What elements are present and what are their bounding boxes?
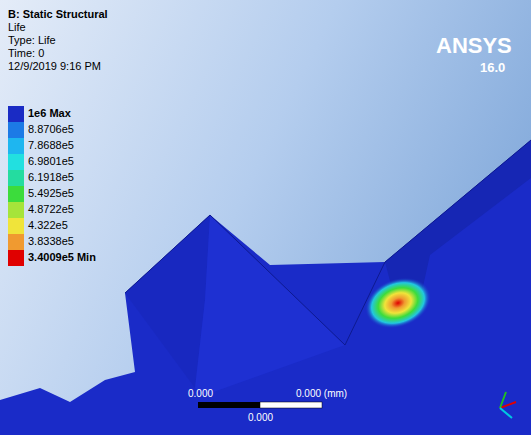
part-body xyxy=(0,140,531,435)
date-stamp: 12/9/2019 9:16 PM xyxy=(8,60,101,73)
legend-swatch xyxy=(8,202,24,218)
legend-swatch xyxy=(8,122,24,138)
legend-value: 6.9801e5 xyxy=(28,155,74,168)
legend-swatch xyxy=(8,218,24,234)
edge-line xyxy=(125,215,345,345)
version-number: 16.0 xyxy=(480,60,505,75)
legend-value: 3.8338e5 xyxy=(28,235,74,248)
legend-swatch xyxy=(8,154,24,170)
legend-value: 7.8688e5 xyxy=(28,139,74,152)
legend-swatch xyxy=(8,170,24,186)
scale-bar xyxy=(198,402,260,408)
legend-value: 4.322e5 xyxy=(28,219,68,232)
scale-value: 0.000 xyxy=(248,412,273,424)
analysis-title: B: Static Structural xyxy=(8,8,108,21)
legend-value: 6.1918e5 xyxy=(28,171,74,184)
legend-value: 3.4009e5 Min xyxy=(28,251,96,264)
legend-swatch xyxy=(8,234,24,250)
scale-value: 0.000 xyxy=(188,388,213,400)
result-name: Life xyxy=(8,21,26,34)
result-type: Type: Life xyxy=(8,34,56,47)
block-face-left xyxy=(125,215,210,388)
legend-swatch xyxy=(8,138,24,154)
legend-value: 4.8722e5 xyxy=(28,203,74,216)
legend-swatch xyxy=(8,186,24,202)
hot-spot xyxy=(358,269,438,337)
axis-triad xyxy=(500,392,516,418)
legend-value: 1e6 Max xyxy=(28,107,71,120)
legend-swatch xyxy=(8,250,24,266)
legend-value: 5.4925e5 xyxy=(28,187,74,200)
block-face-right xyxy=(195,215,345,395)
scale-bar xyxy=(260,402,322,408)
edge-line xyxy=(385,140,531,262)
time-stamp: Time: 0 xyxy=(8,47,44,60)
legend-value: 8.8706e5 xyxy=(28,123,74,136)
legend-swatch xyxy=(8,106,24,122)
scale-value: 0.000 (mm) xyxy=(296,388,347,400)
inclined-face xyxy=(385,140,531,300)
product-logo: ANSYS xyxy=(436,34,512,58)
